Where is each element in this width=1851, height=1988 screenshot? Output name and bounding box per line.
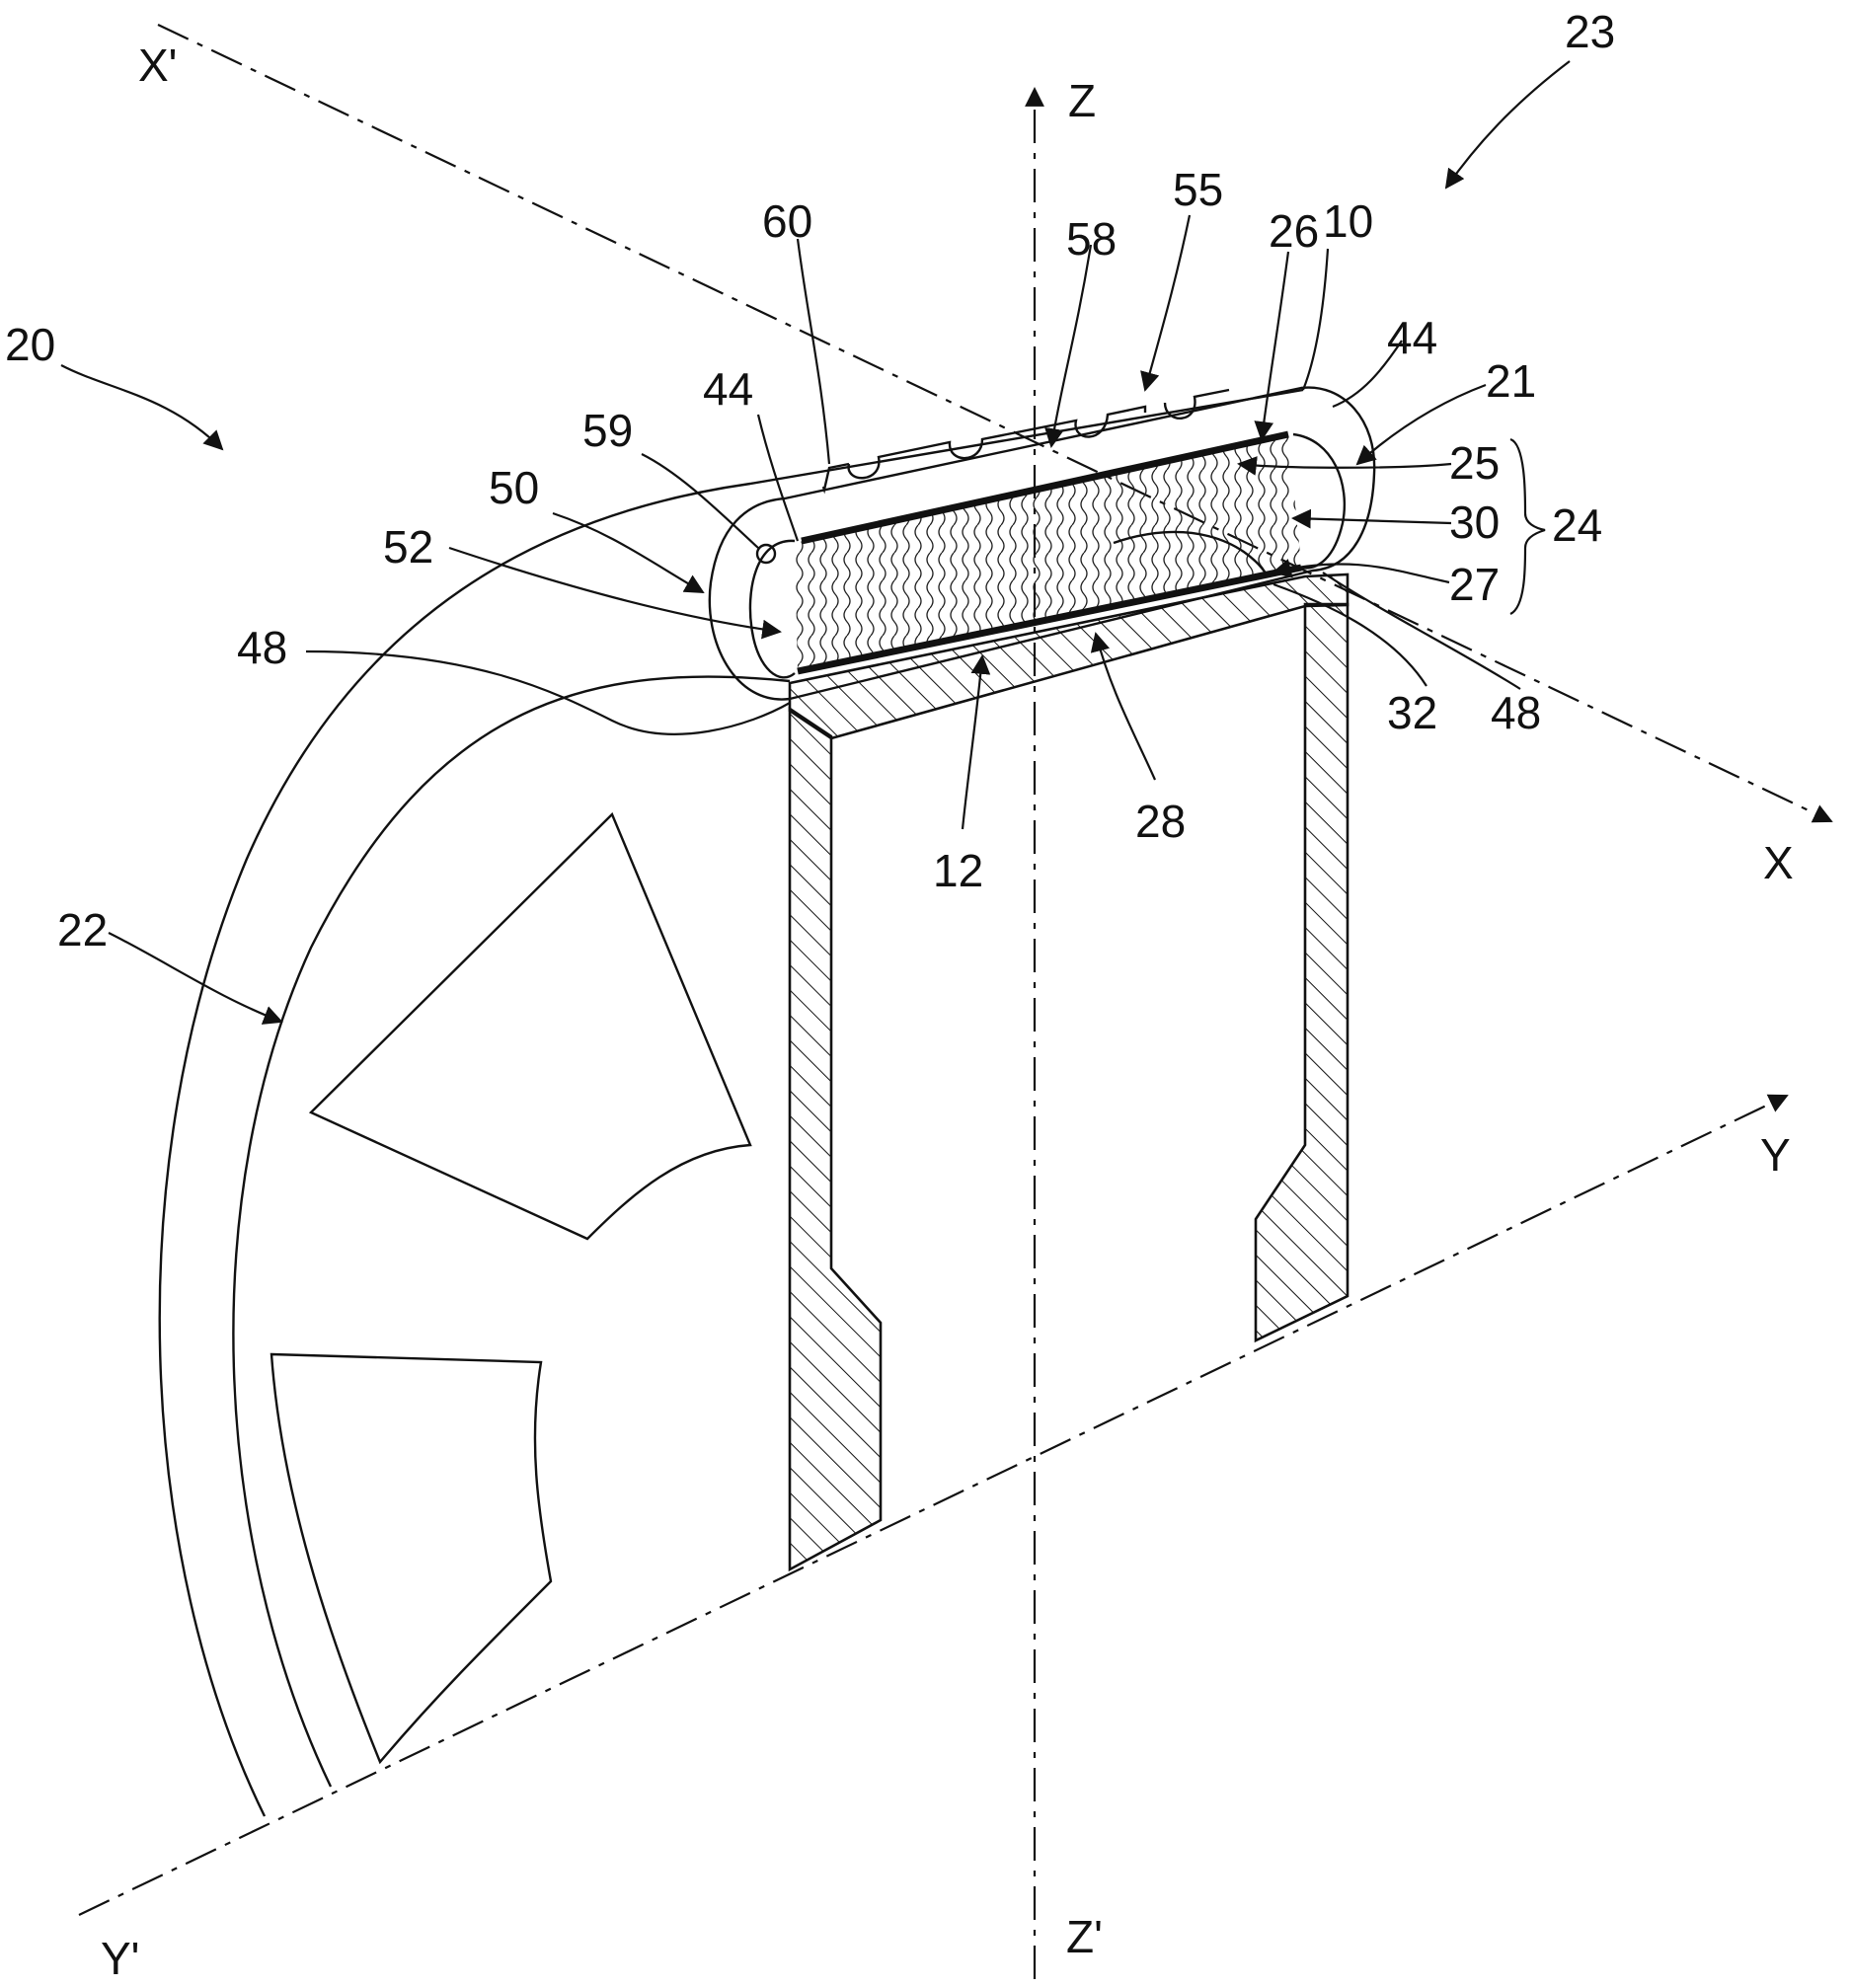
leader-22 <box>109 933 281 1022</box>
axis-label-y-prime: Y' <box>101 1933 139 1984</box>
brace-24 <box>1510 439 1545 614</box>
x-axis-line <box>158 25 1831 821</box>
ref-20: 20 <box>5 319 55 370</box>
axes <box>79 25 1831 1979</box>
ref-24: 24 <box>1552 499 1602 551</box>
axis-label-x: X <box>1763 837 1794 888</box>
ref-59: 59 <box>582 405 633 456</box>
ref-44-right: 44 <box>1387 312 1437 363</box>
leader-20 <box>61 365 222 449</box>
rim-right-wall <box>1256 604 1348 1340</box>
rim-section <box>790 574 1348 1569</box>
ref-25: 25 <box>1449 437 1500 489</box>
ref-12: 12 <box>933 845 983 896</box>
spoke-opening-upper <box>311 814 750 1239</box>
ref-58: 58 <box>1066 213 1117 265</box>
ref-21: 21 <box>1486 355 1536 407</box>
spoke-opening-lower <box>271 1354 551 1762</box>
leader-52 <box>449 548 780 632</box>
ref-30: 30 <box>1449 497 1500 548</box>
ref-48-right: 48 <box>1491 687 1541 738</box>
rim-left-wall <box>790 709 881 1569</box>
y-axis-line <box>79 1096 1787 1915</box>
axis-label-x-prime: X' <box>138 39 177 91</box>
ref-27: 27 <box>1449 559 1500 610</box>
ref-50: 50 <box>489 462 539 513</box>
axis-label-z-prime: Z' <box>1066 1911 1103 1962</box>
ref-60: 60 <box>762 195 812 247</box>
leader-48-left <box>306 651 790 734</box>
ref-23: 23 <box>1565 6 1615 57</box>
leader-60 <box>798 239 829 464</box>
ref-55: 55 <box>1173 164 1223 215</box>
ref-22: 22 <box>57 904 108 956</box>
leader-23 <box>1446 61 1570 188</box>
ref-32: 32 <box>1387 687 1437 738</box>
leader-10 <box>1303 249 1328 390</box>
ref-48-left: 48 <box>237 622 287 673</box>
ref-28: 28 <box>1135 796 1186 847</box>
leader-55 <box>1145 215 1190 390</box>
leader-58 <box>1051 245 1091 446</box>
axis-label-y: Y <box>1760 1129 1791 1181</box>
ref-44-left: 44 <box>703 363 753 415</box>
leader-26 <box>1262 252 1288 439</box>
leader-30 <box>1293 518 1451 523</box>
tire-right-inner-bead <box>1293 434 1345 568</box>
leader-50 <box>553 513 703 592</box>
ref-10: 10 <box>1323 195 1373 247</box>
ref-52: 52 <box>383 521 433 573</box>
axis-label-z: Z <box>1068 75 1096 126</box>
ref-26: 26 <box>1269 205 1319 257</box>
